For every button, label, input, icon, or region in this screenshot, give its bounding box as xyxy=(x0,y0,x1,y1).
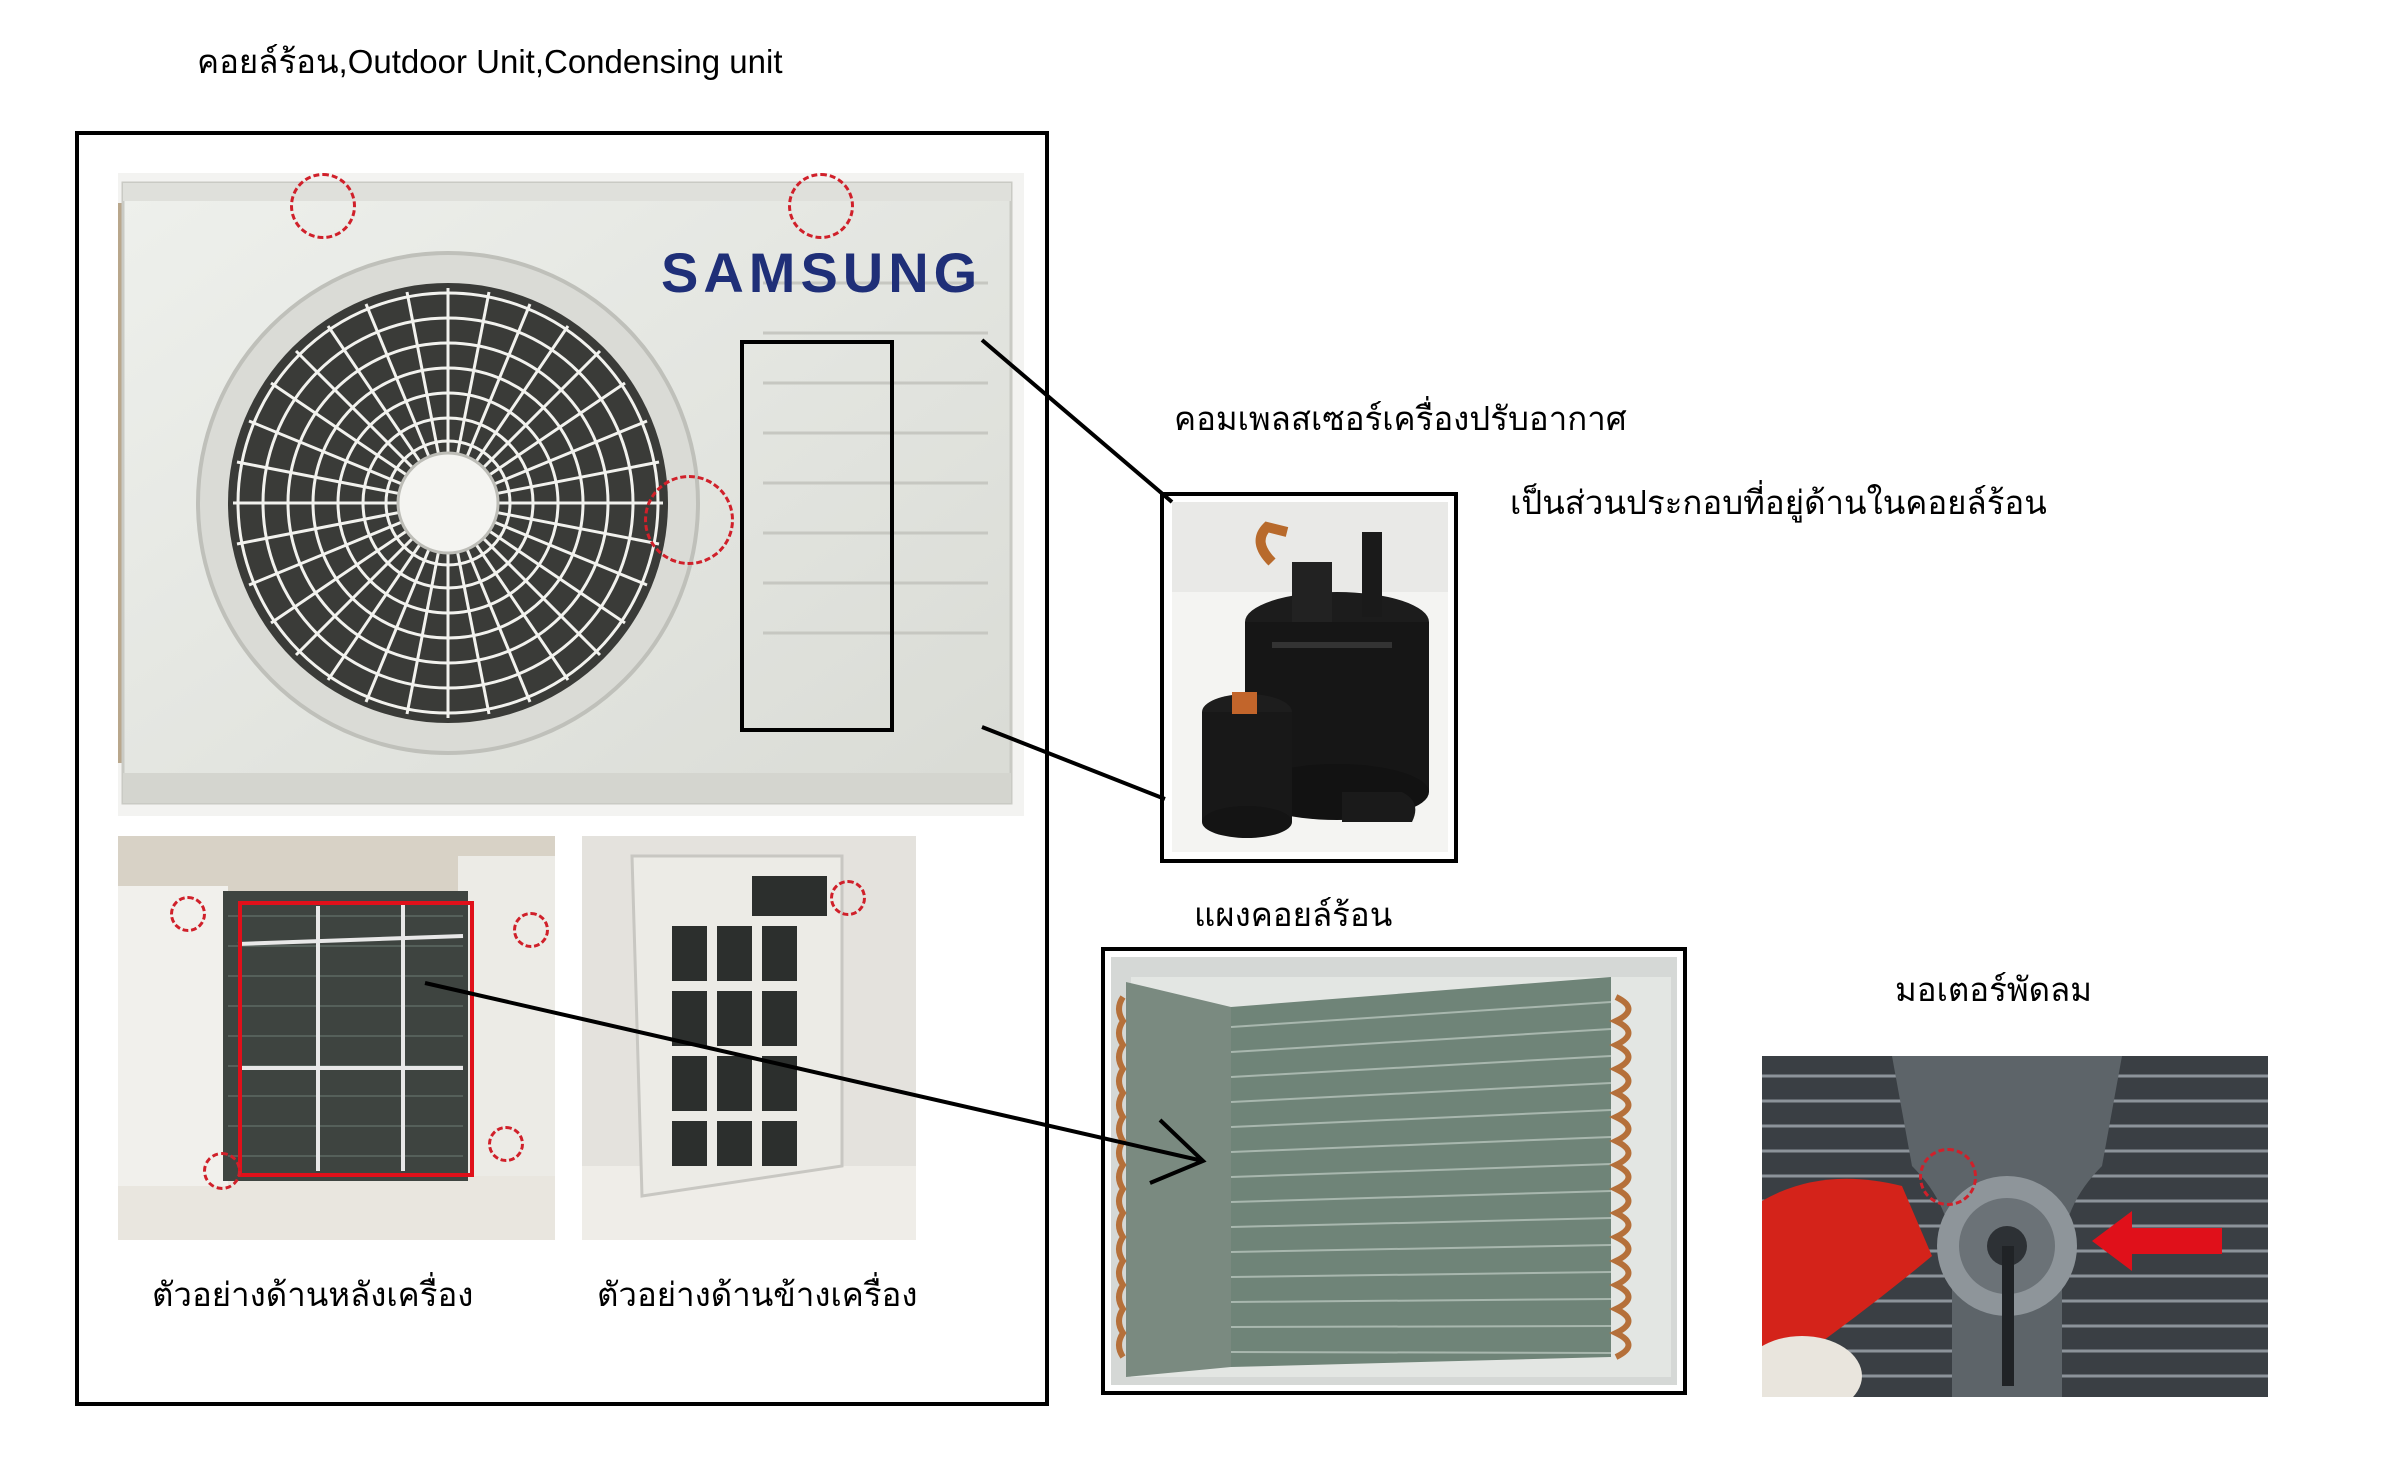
rear-example-caption: ตัวอย่างด้านหลังเครื่อง xyxy=(152,1276,474,1313)
side-example-caption: ตัวอย่างด้านข้างเครื่อง xyxy=(597,1276,918,1313)
screw-marker-motor xyxy=(1919,1148,1977,1206)
side-example-photo xyxy=(582,836,916,1240)
fan-motor-photo xyxy=(1762,1056,2268,1397)
rear-coil-highlight xyxy=(238,901,474,1177)
brand-logo: SAMSUNG xyxy=(661,241,983,304)
compressor-note: เป็นส่วนประกอบที่อยู่ด้านในคอยล์ร้อน xyxy=(1510,484,2047,521)
compressor-location-box xyxy=(740,340,894,732)
page-title: คอยล์ร้อน,Outdoor Unit,Condensing unit xyxy=(197,43,783,80)
screw-marker-grille xyxy=(644,475,734,565)
screw-marker-side xyxy=(830,880,866,916)
screw-marker-top-left xyxy=(290,173,356,239)
condenser-coil-frame xyxy=(1101,947,1687,1395)
screw-marker-rear-3 xyxy=(203,1152,241,1190)
compressor-title: คอมเพลสเซอร์เครื่องปรับอากาศ xyxy=(1174,400,1627,437)
fan-motor-title: มอเตอร์พัดลม xyxy=(1895,971,2092,1008)
compressor-frame xyxy=(1160,492,1458,863)
screw-marker-top-right xyxy=(788,173,854,239)
rear-example-photo xyxy=(118,836,555,1240)
screw-marker-rear-4 xyxy=(488,1126,524,1162)
screw-marker-rear-2 xyxy=(513,912,549,948)
compressor-photo xyxy=(1172,502,1448,852)
condenser-coil-photo xyxy=(1111,957,1677,1385)
outdoor-unit-photo: SAMSUNG xyxy=(118,173,1024,816)
screw-marker-rear-1 xyxy=(170,896,206,932)
condenser-coil-title: แผงคอยล์ร้อน xyxy=(1194,896,1393,933)
